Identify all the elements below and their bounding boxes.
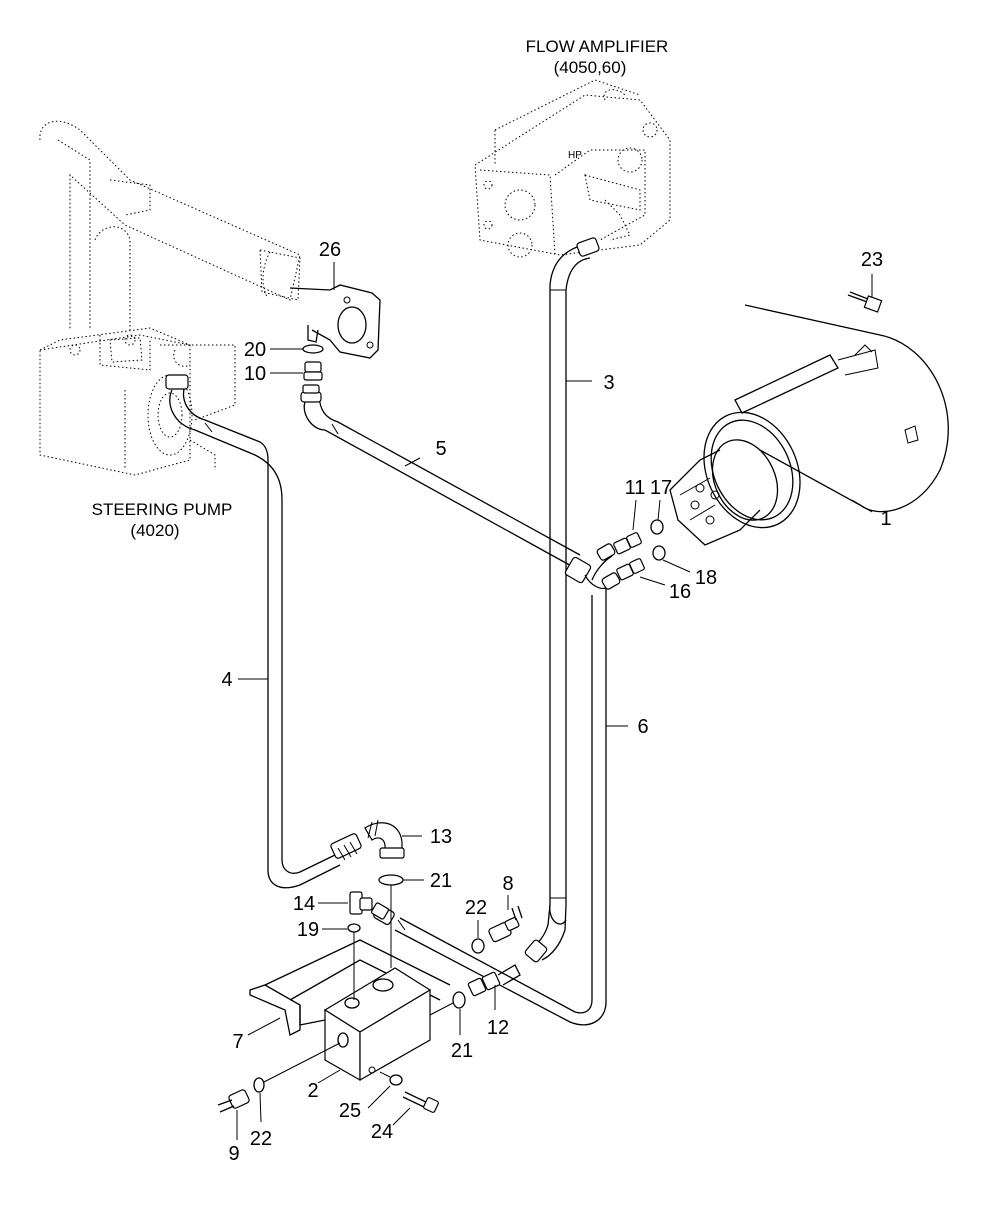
exhaust-pipe-reference — [39, 120, 301, 330]
o-ring-19 — [347, 923, 361, 933]
callout-3: 3 — [603, 372, 614, 394]
o-ring-18 — [652, 545, 666, 561]
steering-pump-body — [39, 327, 236, 476]
callout-21-lower: 21 — [451, 1040, 473, 1062]
tee-fitting — [564, 543, 621, 590]
steering-pump-model: (4020) — [130, 521, 179, 540]
callout-20: 20 — [244, 339, 266, 361]
callout-11: 11 — [625, 477, 646, 499]
callout-1: 1 — [880, 508, 891, 530]
callout-8: 8 — [502, 873, 513, 895]
callout-14: 14 — [293, 893, 315, 915]
callout-12: 12 — [487, 1017, 509, 1039]
callout-22-upper: 22 — [465, 897, 487, 919]
flange-26 — [289, 284, 381, 359]
o-ring-21-lower — [452, 991, 466, 1009]
callout-26: 26 — [319, 239, 341, 261]
callout-5: 5 — [435, 438, 446, 460]
washer-22-lower — [253, 1077, 265, 1093]
callout-23: 23 — [861, 249, 883, 271]
flow-amplifier-body: HP — [474, 79, 671, 258]
elbow-14 — [349, 891, 389, 920]
o-ring-21-top — [378, 874, 404, 886]
callout-22-lower: 22 — [250, 1128, 272, 1150]
sensor-9 — [217, 1089, 250, 1113]
bolt-24 — [402, 1091, 439, 1113]
callout-25: 25 — [339, 1100, 361, 1122]
callout-labels: 1 2 3 4 5 6 7 8 9 10 11 12 13 14 16 17 1… — [221, 239, 891, 1165]
callout-24: 24 — [371, 1121, 393, 1143]
hose-3 — [524, 237, 600, 963]
flow-amplifier-title: FLOW AMPLIFIER — [526, 37, 669, 56]
fitting-10 — [303, 361, 323, 381]
hose-4 — [165, 374, 362, 889]
bolt-23 — [847, 291, 883, 313]
valve-block-2 — [323, 967, 432, 1082]
callout-21-top: 21 — [430, 870, 452, 892]
callout-17: 17 — [650, 477, 672, 499]
o-ring-20 — [302, 344, 324, 354]
steering-pump-title: STEERING PUMP — [92, 500, 233, 519]
svg-text:HP: HP — [568, 150, 582, 161]
fitting-11 — [613, 532, 642, 555]
callout-16: 16 — [669, 581, 691, 603]
sensor-8 — [488, 905, 523, 943]
callout-2: 2 — [307, 1080, 318, 1102]
callout-4: 4 — [221, 669, 232, 691]
washer-25 — [389, 1074, 403, 1086]
hose-6 — [373, 588, 607, 1026]
callout-10: 10 — [244, 363, 266, 385]
leader-lines — [236, 262, 873, 1140]
filter-canister — [669, 304, 949, 546]
callout-18: 18 — [695, 567, 717, 589]
callout-9: 9 — [228, 1143, 239, 1165]
hose-5 — [300, 384, 581, 569]
elbow-13 — [364, 819, 405, 859]
callout-19: 19 — [297, 919, 319, 941]
callout-13: 13 — [430, 826, 452, 848]
callout-7: 7 — [232, 1031, 243, 1053]
fitting-16 — [616, 558, 645, 581]
o-ring-17 — [650, 519, 664, 535]
washer-22-upper — [471, 938, 485, 954]
flow-amplifier-models: (4050,60) — [554, 58, 627, 77]
callout-6: 6 — [637, 716, 648, 738]
